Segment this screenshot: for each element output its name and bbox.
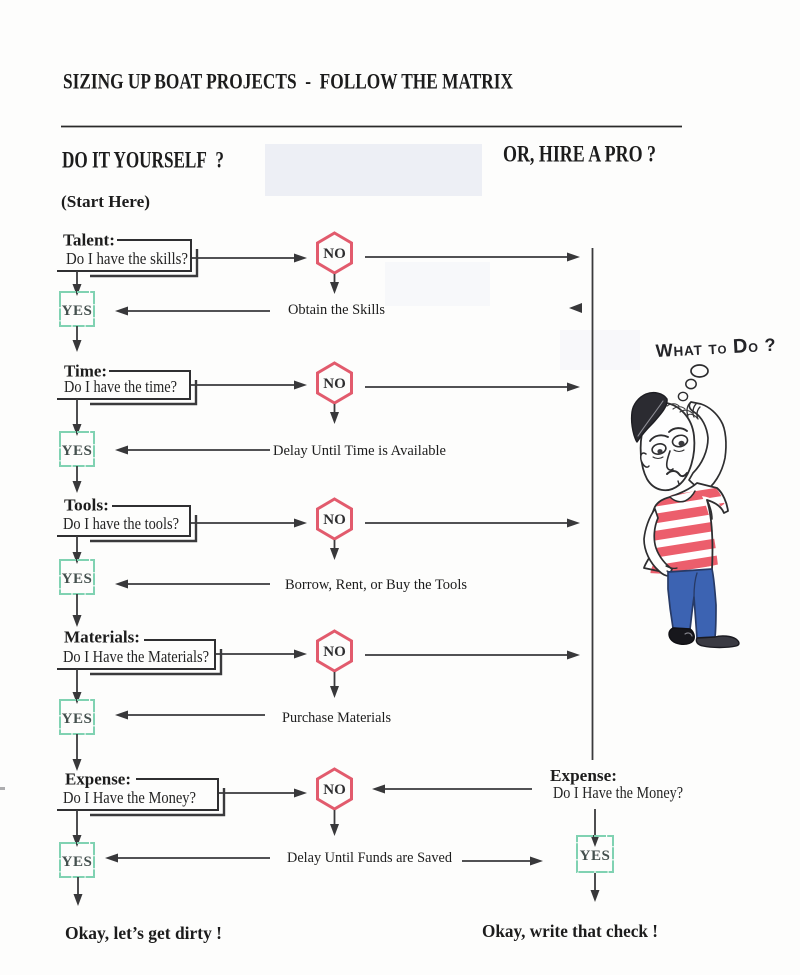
svg-text:NO: NO bbox=[323, 376, 346, 392]
svg-text:YES: YES bbox=[62, 571, 93, 587]
svg-text:NO: NO bbox=[323, 246, 346, 262]
svg-text:DO IT YOURSELF ?: DO IT YOURSELF ? bbox=[62, 147, 224, 173]
svg-text:Tools:: Tools: bbox=[64, 496, 109, 515]
svg-text:Do I have the tools?: Do I have the tools? bbox=[63, 514, 179, 533]
svg-text:NO: NO bbox=[323, 782, 346, 798]
svg-text:Delay Until Funds are Saved: Delay Until Funds are Saved bbox=[287, 850, 452, 866]
svg-text:Obtain the Skills: Obtain the Skills bbox=[288, 302, 385, 318]
svg-text:Expense:: Expense: bbox=[65, 770, 131, 789]
svg-text:Expense:: Expense: bbox=[550, 766, 617, 785]
svg-text:YES: YES bbox=[62, 303, 93, 319]
svg-text:Talent:: Talent: bbox=[63, 231, 115, 250]
svg-text:YES: YES bbox=[62, 854, 93, 870]
svg-text:Do I Have the Materials?: Do I Have the Materials? bbox=[63, 647, 209, 666]
svg-text:Do I Have the Money?: Do I Have the Money? bbox=[553, 783, 683, 802]
svg-text:NO: NO bbox=[323, 512, 346, 528]
svg-text:WHAT TO DO ?: WHAT TO DO ? bbox=[655, 334, 777, 362]
svg-text:Time:: Time: bbox=[64, 362, 107, 381]
svg-text:Do I have the skills?: Do I have the skills? bbox=[66, 249, 188, 268]
svg-text:(Start Here): (Start Here) bbox=[61, 192, 150, 211]
svg-text:Okay, let’s get dirty !: Okay, let’s get dirty ! bbox=[65, 923, 222, 943]
svg-text:Do I have the time?: Do I have the time? bbox=[64, 377, 177, 396]
svg-text:NO: NO bbox=[323, 644, 346, 660]
svg-text:YES: YES bbox=[62, 711, 93, 727]
svg-text:Okay, write that check !: Okay, write that check ! bbox=[482, 921, 658, 941]
svg-text:YES: YES bbox=[580, 848, 611, 864]
svg-text:SIZING UP BOAT PROJECTS - FO: SIZING UP BOAT PROJECTS - FOLLOW THE MAT… bbox=[63, 70, 513, 94]
svg-text:YES: YES bbox=[62, 443, 93, 459]
svg-text:Borrow, Rent, or Buy the Tools: Borrow, Rent, or Buy the Tools bbox=[285, 577, 467, 593]
svg-text:Materials:: Materials: bbox=[64, 628, 140, 647]
svg-text:OR, HIRE A PRO ?: OR, HIRE A PRO ? bbox=[503, 141, 656, 167]
svg-text:Delay Until Time is Available: Delay Until Time is Available bbox=[273, 443, 446, 459]
svg-text:Do I Have the Money?: Do I Have the Money? bbox=[63, 788, 196, 807]
svg-text:Purchase Materials: Purchase Materials bbox=[282, 710, 391, 726]
